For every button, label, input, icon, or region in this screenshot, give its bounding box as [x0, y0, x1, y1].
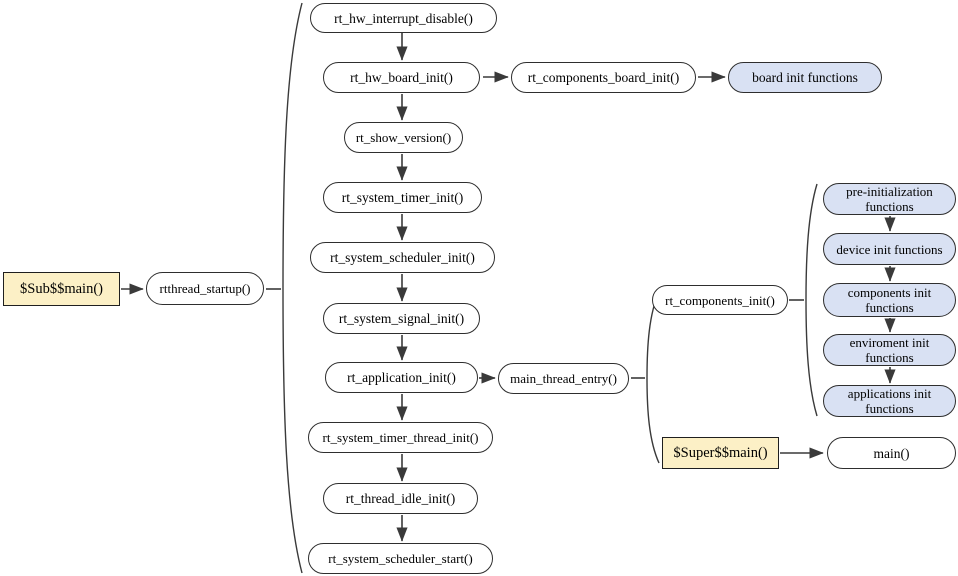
node-rt-system-scheduler-init: rt_system_scheduler_init()	[310, 242, 495, 273]
node-board-init-functions: board init functions	[728, 62, 882, 93]
brace-components-init-group	[805, 183, 818, 417]
node-enviroment-init-functions: enviroment init functions	[823, 334, 956, 366]
node-rt-application-init: rt_application_init()	[325, 362, 478, 393]
node-sub-main: $Sub$$main()	[3, 272, 120, 306]
brace-main-thread-entry-group	[646, 291, 660, 464]
node-super-main: $Super$$main()	[662, 437, 779, 469]
node-device-init-functions: device init functions	[823, 233, 956, 265]
node-rt-system-signal-init: rt_system_signal_init()	[323, 303, 480, 334]
node-rt-system-timer-init: rt_system_timer_init()	[323, 182, 482, 213]
node-rt-show-version: rt_show_version()	[344, 122, 463, 153]
brace-rtthread-startup-group	[282, 2, 303, 574]
node-rtthread-startup: rtthread_startup()	[146, 272, 264, 305]
node-main-thread-entry: main_thread_entry()	[498, 363, 629, 394]
node-rt-system-timer-thread-init: rt_system_timer_thread_init()	[308, 422, 493, 453]
node-rt-hw-interrupt-disable: rt_hw_interrupt_disable()	[310, 3, 497, 33]
node-applications-init-functions: applications init functions	[823, 385, 956, 417]
node-pre-initialization-functions: pre-initialization functions	[823, 183, 956, 215]
node-rt-hw-board-init: rt_hw_board_init()	[323, 62, 480, 93]
node-rt-thread-idle-init: rt_thread_idle_init()	[323, 483, 478, 514]
node-rt-components-init: rt_components_init()	[652, 285, 788, 315]
node-rt-components-board-init: rt_components_board_init()	[511, 62, 696, 93]
node-main: main()	[827, 437, 956, 469]
node-components-init-functions: components init functions	[823, 283, 956, 317]
node-rt-system-scheduler-start: rt_system_scheduler_start()	[308, 543, 493, 574]
